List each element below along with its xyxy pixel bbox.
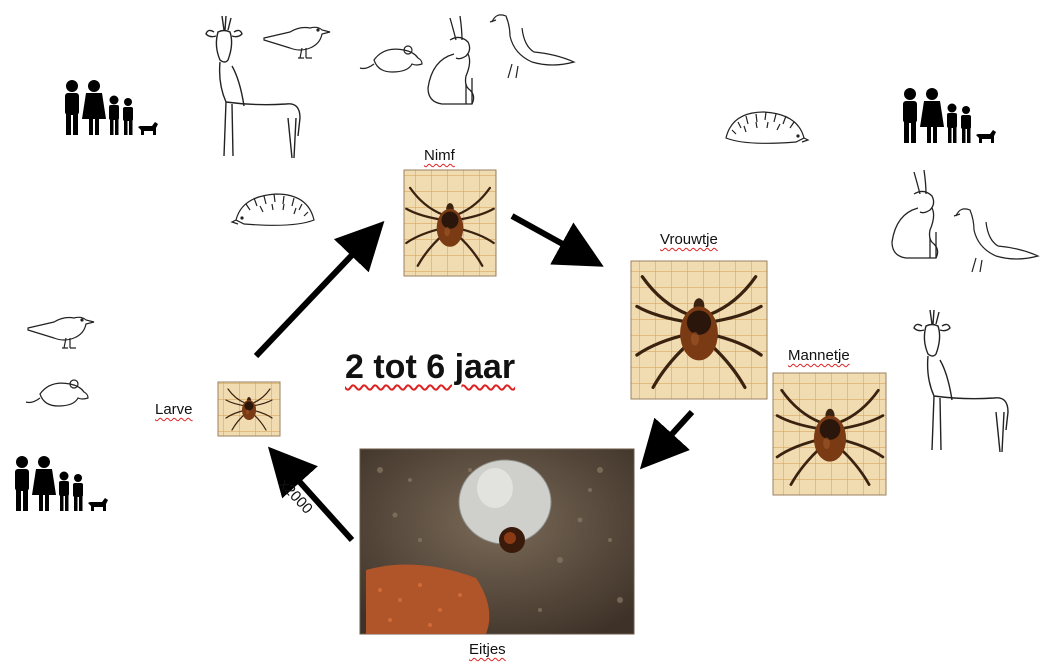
family-icon-topleft [65, 80, 158, 135]
eggs-photo [360, 449, 634, 634]
nymph-photo [404, 170, 496, 276]
mouse-icon-top [360, 46, 422, 72]
mouse-icon-left [26, 380, 88, 406]
arrow-nymph-to-female [512, 216, 588, 258]
male-label: Mannetje [788, 347, 850, 364]
family-icon-topright [903, 88, 996, 143]
family-icon-bottomleft [15, 456, 108, 511]
bird-icon-left [28, 317, 94, 348]
nymph-label: Nimf [424, 147, 455, 164]
female-photo [631, 261, 767, 399]
hare-icon-right [892, 170, 938, 258]
bird-icon-top [264, 27, 330, 58]
roe-deer-icon-topleft [206, 16, 300, 158]
larva-photo [218, 382, 280, 436]
pheasant-icon-top [490, 15, 574, 78]
hedgehog-icon-left [232, 194, 314, 225]
hare-icon-top [428, 16, 474, 104]
male-photo [773, 373, 886, 495]
female-label: Vrouwtje [660, 231, 718, 248]
duration-text: 2 tot 6 jaar [345, 348, 515, 387]
eggs-label: Eitjes [469, 641, 506, 658]
roe-deer-icon-right [914, 310, 1008, 452]
arrow-female-to-eggs [652, 412, 692, 456]
arrow-larva-to-nymph [256, 234, 372, 356]
pheasant-icon-right [954, 209, 1038, 272]
hedgehog-icon-right [726, 112, 808, 143]
larva-label: Larve [155, 401, 193, 418]
